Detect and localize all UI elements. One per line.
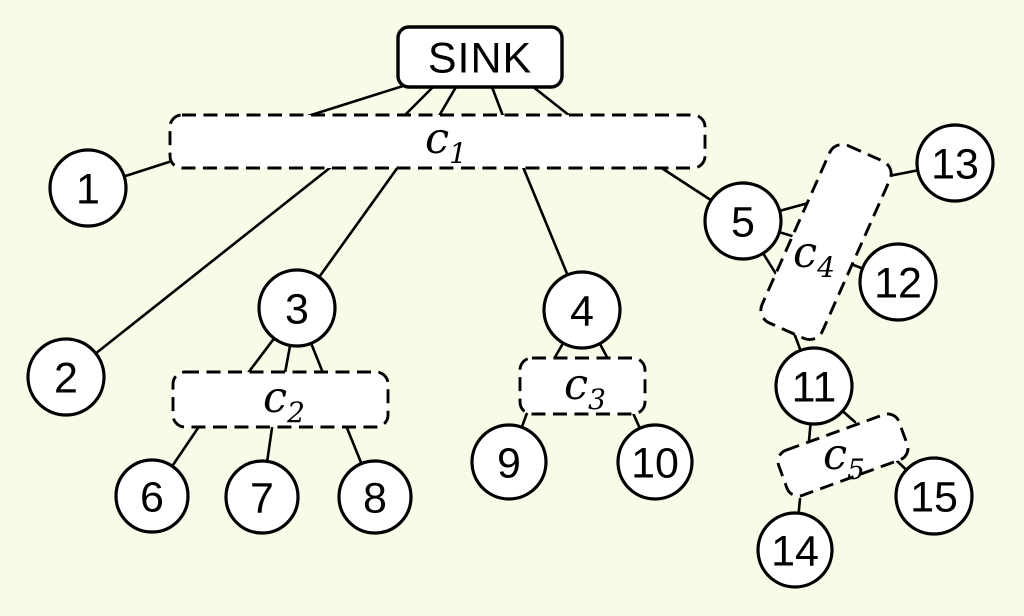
node-8: 8: [337, 459, 413, 535]
edge-sink-c1: [437, 85, 458, 118]
node-7: 7: [224, 459, 300, 535]
node-10: 10: [616, 423, 694, 501]
node-4-circle: [542, 270, 622, 350]
cluster-c5-label-sub: 5: [847, 453, 865, 486]
cluster-c4-label-base: c: [793, 228, 817, 278]
node-11-circle: [774, 346, 854, 426]
node-3-circle: [257, 268, 337, 348]
sink-node: SINK: [396, 25, 564, 89]
node-15: 15: [894, 456, 974, 536]
node-2-label: 2: [54, 354, 78, 402]
node-9-circle: [470, 423, 548, 501]
cluster-c2-label-sub: 2: [286, 396, 305, 429]
node-15-label: 15: [910, 473, 958, 521]
node-13-circle: [915, 123, 995, 203]
cluster-c2-box: [171, 370, 390, 429]
edge-c1-2: [64, 165, 333, 379]
node-2: 2: [26, 337, 106, 417]
node-1: 1: [48, 148, 128, 228]
node-8-circle: [337, 459, 413, 535]
node-11-label: 11: [792, 363, 837, 411]
node-5-circle: [703, 181, 783, 261]
node-14-label: 14: [771, 527, 819, 575]
node-8-label: 8: [363, 474, 387, 522]
node-3: 3: [257, 268, 337, 348]
node-9: 9: [470, 423, 548, 501]
cluster-c5-box: [776, 412, 910, 498]
node-10-label: 10: [631, 439, 679, 487]
node-6-circle: [114, 458, 190, 534]
node-4: 4: [542, 270, 622, 350]
cluster-c3-box: [518, 356, 647, 416]
edge-sink-c1: [402, 85, 435, 118]
node-14-circle: [756, 511, 834, 589]
cluster-c3-label-base: c: [564, 360, 588, 410]
node-2-circle: [26, 337, 106, 417]
cluster-c1-label-sub: 1: [449, 137, 467, 170]
node-6-label: 6: [140, 473, 164, 521]
node-15-circle: [894, 456, 974, 536]
node-12-label: 12: [874, 259, 922, 307]
node-14: 14: [756, 511, 834, 589]
node-13: 13: [915, 123, 995, 203]
cluster-c4-label-sub: 4: [816, 251, 835, 284]
node-12: 12: [858, 242, 938, 322]
sink-label: SINK: [428, 34, 532, 82]
node-13-label: 13: [931, 140, 979, 188]
node-3-label: 3: [285, 285, 309, 333]
cluster-c1-label: c1: [425, 114, 467, 170]
edge-sink-c1: [530, 84, 572, 118]
cluster-c1-label-base: c: [425, 114, 449, 164]
clusters-layer: [168, 113, 910, 498]
cluster-c2-label-base: c: [263, 373, 287, 423]
cluster-c5-label: c5: [823, 430, 865, 486]
node-1-label: 1: [76, 165, 100, 213]
node-11: 11: [774, 346, 854, 426]
node-9-label: 9: [497, 439, 521, 487]
node-1-circle: [48, 148, 128, 228]
node-5: 5: [703, 181, 783, 261]
node-4-label: 4: [570, 287, 594, 335]
sink-box: [396, 25, 564, 89]
cluster-c5-label-base: c: [823, 430, 847, 480]
node-7-label: 7: [250, 474, 274, 522]
edge-sink-c1: [490, 85, 505, 118]
cluster-c3-label-sub: 3: [588, 383, 606, 416]
cluster-c4-label: c4: [793, 228, 835, 284]
cluster-c3-label: c3: [564, 360, 606, 416]
node-10-circle: [616, 423, 694, 501]
node-6: 6: [114, 458, 190, 534]
cluster-c2-label: c2: [263, 373, 305, 429]
cluster-c1-box: [168, 113, 707, 170]
cluster-c4-box: [759, 142, 893, 342]
node-7-circle: [224, 459, 300, 535]
node-5-label: 5: [731, 198, 755, 246]
edge-sink-c1: [306, 84, 405, 118]
node-12-circle: [858, 242, 938, 322]
